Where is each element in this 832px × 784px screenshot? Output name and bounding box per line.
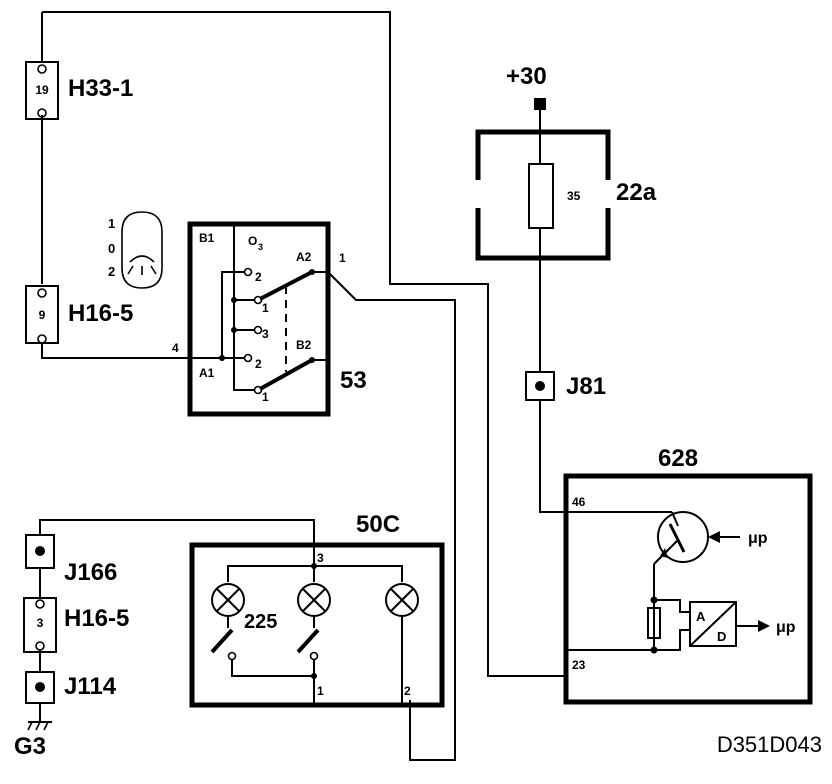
switch-pos-3: 3 <box>262 327 269 341</box>
adc-d: D <box>717 629 726 644</box>
fuse-22a: 35 22a <box>475 129 657 261</box>
adc-a: A <box>696 609 706 624</box>
conn-h16-bot-label: H16-5 <box>64 605 129 632</box>
switch-53: 53 4 1 B1 A1 A2 B2 O 3 2 1 3 2 1 <box>172 221 367 417</box>
wire-h33-to-628-pin23 <box>42 11 566 677</box>
junction-j114: J114 <box>25 671 117 704</box>
ecu-pin-23: 23 <box>572 658 586 672</box>
wire-j81-to-628-pin46 <box>539 400 672 513</box>
conn-h33-pin: 19 <box>35 83 49 97</box>
junction-j166: J166 <box>25 534 117 586</box>
icon-pos-1: 1 <box>108 216 115 231</box>
switch-pos-1-b: 1 <box>262 390 269 404</box>
lamp-icon <box>297 583 331 617</box>
connector-h16-5-bottom: 3 H16-5 <box>23 597 129 653</box>
switch-pin-4: 4 <box>172 341 179 355</box>
light-switch-icon: 1 0 2 <box>108 211 163 289</box>
j166-label: J166 <box>64 559 117 586</box>
wire-j166-to-cluster <box>39 519 315 545</box>
switch-53-label: 53 <box>340 367 367 394</box>
ecu-628: 628 46 23 μp A D μp <box>563 445 813 705</box>
switch-a1: A1 <box>199 366 215 380</box>
ground-g3: G3 <box>14 721 52 760</box>
wire-h16-to-switch-a1 <box>41 343 222 359</box>
switch-pos-1-a: 1 <box>262 301 269 315</box>
ecu-label: 628 <box>658 445 698 472</box>
switch-pin-1: 1 <box>339 251 346 265</box>
j81-label: J81 <box>566 373 606 400</box>
ecu-pin-46: 46 <box>572 495 586 509</box>
switch-pos-o3-top-sub: 3 <box>258 242 263 252</box>
icon-pos-0: 0 <box>108 241 115 256</box>
cluster-pin-2: 2 <box>404 684 411 698</box>
fuse-label: 22a <box>616 179 657 206</box>
connector-h16-5-top: 9 H16-5 <box>25 285 133 344</box>
j114-label: J114 <box>64 673 117 700</box>
drawing-code: D351D043 <box>717 732 822 757</box>
switch-b1: B1 <box>199 231 215 245</box>
ground-label: G3 <box>14 733 46 760</box>
lamp-icon <box>211 583 245 617</box>
cluster-50c: 50C 3 1 2 225 <box>189 511 445 708</box>
conn-h16-bot-pin: 3 <box>37 616 44 630</box>
wire-switch-to-cluster-pin2 <box>327 271 456 761</box>
cluster-lamp-label: 225 <box>244 611 277 633</box>
supply-label: +30 <box>506 63 547 90</box>
switch-b2: B2 <box>296 338 312 352</box>
switch-pos-2-b: 2 <box>255 357 262 371</box>
icon-pos-2: 2 <box>108 264 115 279</box>
cluster-label: 50C <box>356 511 400 538</box>
lamp-icon <box>385 583 419 617</box>
conn-h33-label: H33-1 <box>68 75 133 102</box>
switch-pos-o3-top: O <box>248 234 257 248</box>
junction-j81: J81 <box>525 371 606 401</box>
cluster-pin-1: 1 <box>317 684 324 698</box>
fuse-value: 35 <box>567 189 581 203</box>
mu-p-output: μp <box>776 619 796 636</box>
switch-a2: A2 <box>296 250 312 264</box>
conn-h16-top-label: H16-5 <box>68 300 133 327</box>
conn-h16-top-pin: 9 <box>39 308 46 322</box>
cluster-pin-3: 3 <box>317 551 324 565</box>
wires <box>39 11 672 761</box>
mu-p-input: μp <box>748 530 768 547</box>
connector-h33-1: 19 H33-1 <box>25 61 133 120</box>
switch-pos-2-a: 2 <box>255 270 262 284</box>
supply-30: +30 <box>506 63 547 110</box>
